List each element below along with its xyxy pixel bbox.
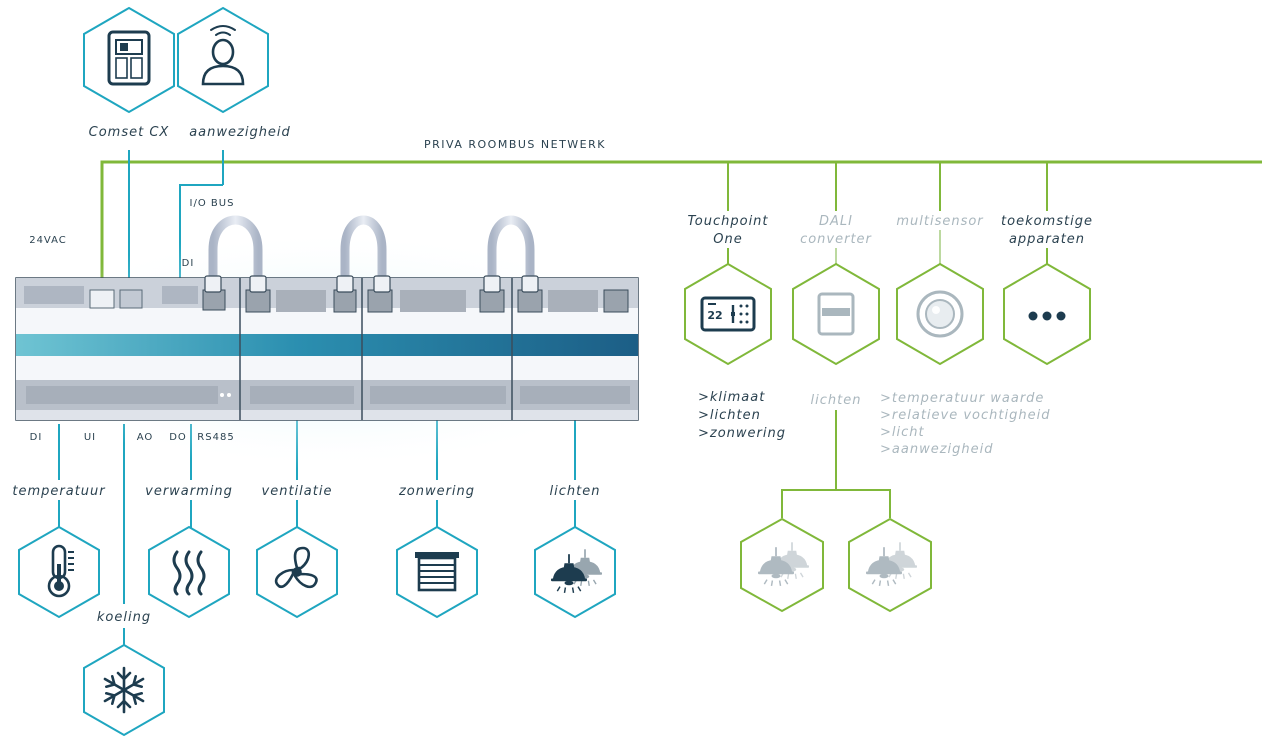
multisensor-hex <box>896 262 984 366</box>
ellipsis-icon <box>1028 311 1066 321</box>
cooling-hex <box>83 643 165 737</box>
io-bus-cables <box>208 215 535 287</box>
thermostat-panel-icon <box>107 30 151 86</box>
future-label-1: toekomstige <box>1001 214 1093 229</box>
multisensor-features: >temperatuur waarde >relatieve vochtighe… <box>880 391 1050 457</box>
touchpoint-feature: >klimaat <box>698 390 765 405</box>
zonwering-label: zonwering <box>398 484 475 499</box>
port-do: DO <box>169 432 187 443</box>
presence-hex <box>177 6 269 114</box>
shading-hex <box>396 525 478 619</box>
koeling-label: koeling <box>97 610 151 625</box>
dali-label-2: converter <box>800 232 872 247</box>
port-ao: AO <box>137 432 154 443</box>
heat-waves-icon <box>172 550 206 596</box>
ventilation-hex <box>256 525 338 619</box>
future-devices-hex <box>1003 262 1091 366</box>
multisensor-feature: >relatieve vochtigheid <box>880 408 1050 423</box>
multisensor-feature: >licht <box>880 425 925 440</box>
sensor-icon <box>916 290 964 338</box>
port-di: DI <box>30 432 43 443</box>
multisensor-label: multisensor <box>896 214 984 229</box>
dali-converter-icon <box>817 292 855 336</box>
roombus-network <box>100 160 1262 518</box>
controller-rail <box>15 277 639 421</box>
touchpoint-label-2: One <box>713 232 742 247</box>
temperature-hex <box>18 525 100 619</box>
lights-hex <box>534 525 616 619</box>
lichten-label: lichten <box>550 484 601 499</box>
ventilatie-label: ventilatie <box>262 484 333 499</box>
touchpoint-label-1: Touchpoint <box>687 214 768 229</box>
temperatuur-label: temperatuur <box>12 484 106 499</box>
future-label-2: apparaten <box>1009 232 1085 247</box>
power-label: 24VAC <box>29 235 67 246</box>
person-wifi-icon <box>201 25 245 86</box>
dali-lamp-hex-1 <box>740 517 824 613</box>
comset-label: Comset CX <box>89 125 170 140</box>
port-rs485: RS485 <box>197 432 234 443</box>
network-label: PRIVA ROOMBUS NETWERK <box>424 138 606 151</box>
multisensor-feature: >temperatuur waarde <box>880 391 1044 406</box>
port-ui: UI <box>84 432 96 443</box>
heating-hex <box>148 525 230 619</box>
fan-icon <box>274 546 318 589</box>
touchpoint-feature: >lichten <box>698 408 761 423</box>
verwarming-label: verwarming <box>145 484 233 499</box>
touchpoint-hex: 22 <box>684 262 772 366</box>
touchpoint-feature: >zonwering <box>698 426 786 441</box>
dali-label-1: DALI <box>819 214 853 229</box>
comset-cx-hex <box>83 6 175 114</box>
dali-hex <box>792 262 880 366</box>
svg-text:22: 22 <box>707 309 722 322</box>
dali-output-label: lichten <box>811 393 862 408</box>
io-bus-label: I/O BUS <box>190 198 235 209</box>
io-bus-plugs <box>204 275 539 293</box>
presence-label: aanwezigheid <box>189 125 291 140</box>
thermometer-icon <box>47 544 74 598</box>
multisensor-feature: >aanwezigheid <box>880 442 993 457</box>
snowflake-icon <box>103 666 145 714</box>
touchpoint-features: >klimaat >lichten >zonwering <box>698 390 786 441</box>
roller-blind-icon <box>415 552 459 592</box>
touch-panel-icon: 22 <box>700 296 756 332</box>
dali-lamp-hex-2 <box>848 517 932 613</box>
di-top-label: DI <box>182 258 195 269</box>
